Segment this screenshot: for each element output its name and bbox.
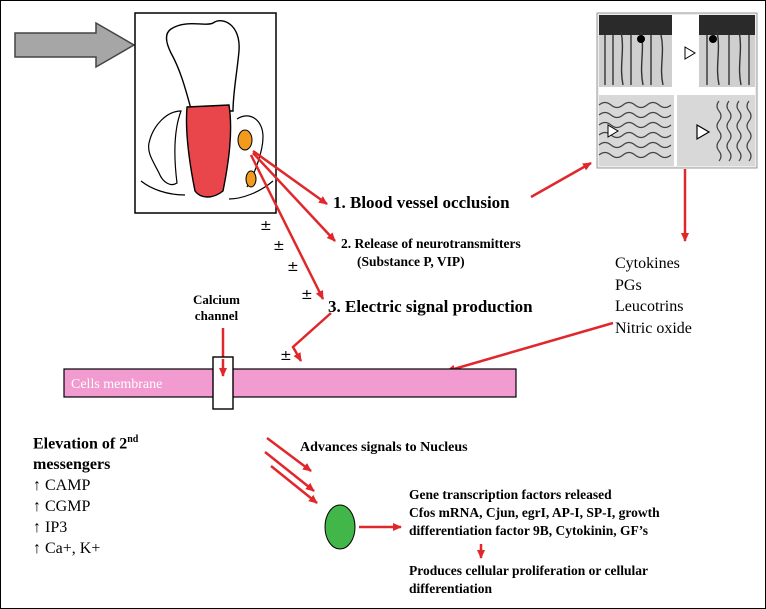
label-blood-vessel-occlusion: 1. Blood vessel occlusion	[333, 193, 510, 212]
plus-minus-sign: ±	[260, 218, 272, 234]
gene-line: Cfos mRNA, Cjun, egrI, AP-I, SP-I, growt…	[409, 505, 660, 520]
messengers-title-sup: nd	[127, 434, 139, 445]
mediator-item: Nitric oxide	[615, 319, 692, 337]
plus-minus-sign: ±	[301, 287, 313, 303]
label-cells-membrane: Cells membrane	[71, 377, 163, 392]
label-neurotransmitters-line2: (Substance P, VIP)	[357, 254, 465, 269]
label-calcium-line2: channel	[194, 308, 239, 323]
messengers-title-line2: messengers	[33, 456, 111, 474]
messengers-block: Elevation of 2nd messengers ↑ CAMP ↑ CGM…	[33, 429, 138, 559]
gray-block-arrow-icon	[14, 21, 136, 69]
mediator-item: PGs	[615, 276, 642, 294]
nucleus-ellipse-icon	[324, 504, 356, 550]
calcium-channel	[212, 356, 234, 410]
plus-minus-sign: ±	[280, 348, 292, 364]
gene-line: differentiation factor 9B, Cytokinin, GF…	[409, 523, 648, 538]
gene-transcription-block: Gene transcription factors released Cfos…	[409, 486, 660, 540]
label-advances-signals: Advances signals to Nucleus	[300, 440, 468, 455]
label-calcium-channel: Calcium channel	[193, 292, 240, 324]
label-electric-signal: 3. Electric signal production	[328, 297, 533, 316]
messenger-item: ↑ IP3	[33, 519, 68, 537]
messenger-item: ↑ Ca+, K+	[33, 540, 101, 558]
label-neurotransmitters: 2. Release of neurotransmitters (Substan…	[341, 235, 521, 271]
messenger-item: ↑ CAMP	[33, 477, 91, 495]
gene-line: Gene transcription factors released	[409, 487, 612, 502]
messengers-title-text: Elevation of 2	[33, 435, 128, 453]
cell-membrane	[63, 356, 517, 410]
plus-minus-sign: ±	[287, 259, 299, 275]
mediator-list: Cytokines PGs Leucotrins Nitric oxide	[615, 253, 692, 339]
lesion-arrows	[219, 149, 689, 559]
mediator-item: Leucotrins	[615, 298, 684, 315]
outcome-block: Produces cellular proliferation or cellu…	[409, 562, 648, 598]
label-neurotransmitters-line1: 2. Release of neurotransmitters	[341, 236, 521, 251]
messenger-item: ↑ CGMP	[33, 498, 91, 516]
outcome-line: differentiation	[409, 581, 492, 596]
messengers-title: Elevation of 2nd	[33, 429, 138, 454]
outcome-line: Produces cellular proliferation or cellu…	[409, 563, 648, 578]
plus-minus-sign: ±	[273, 238, 285, 254]
mediator-item: Cytokines	[615, 255, 680, 272]
vessel-histology-panels-icon	[596, 12, 758, 169]
tooth-cross-section-icon	[134, 12, 277, 214]
label-calcium-line1: Calcium	[193, 292, 240, 307]
